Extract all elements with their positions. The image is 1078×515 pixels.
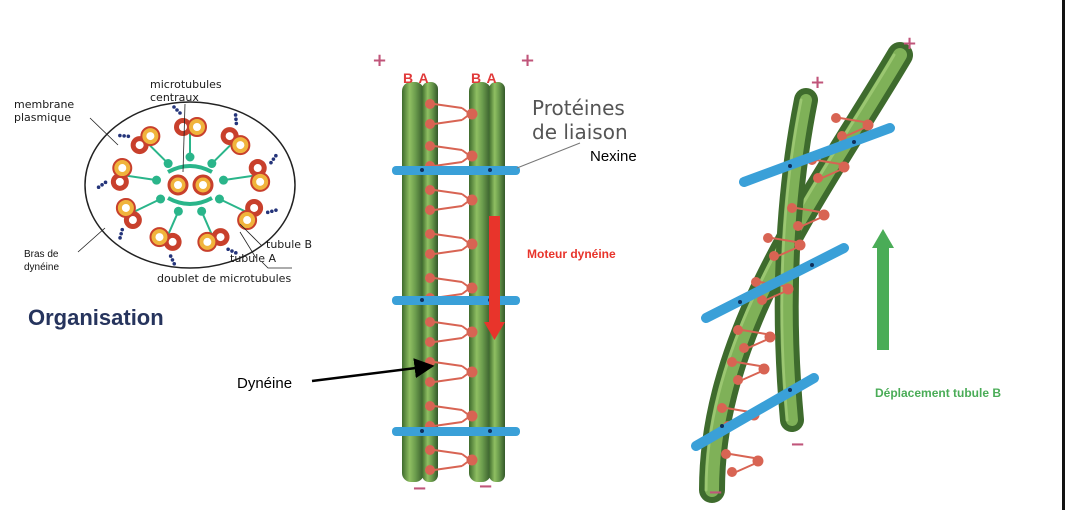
plus-sign-right: + (520, 50, 536, 71)
dynein-motor-arrow (484, 216, 505, 340)
straight-axoneme-group (311, 82, 581, 482)
membrane-label: membrane plasmique (14, 98, 75, 124)
proteins-label: Protéines de liaison (532, 96, 628, 144)
central-microtubules (167, 164, 214, 206)
minus-sign-right: − (478, 476, 494, 497)
tubule-a-label: tubule A (230, 252, 277, 265)
peripheral-doublets (96, 105, 278, 266)
bent-nexin-links (691, 123, 895, 451)
b-tubule-movement-arrow (872, 229, 894, 350)
dynein-pointer-arrow (311, 358, 435, 383)
leader-arms (77, 227, 106, 253)
nexine-label: Nexine (590, 148, 637, 165)
nexin-links (392, 166, 520, 436)
cross-section-group (77, 101, 296, 269)
doublet-label-right: B A (471, 70, 498, 86)
motor-label: Moteur dynéine (527, 247, 616, 261)
bent-minus-sign-inner: − (790, 434, 806, 455)
leader-membrane (89, 117, 119, 146)
leader-central (182, 103, 186, 173)
plus-sign-left: + (372, 50, 388, 71)
leader-tubule-a (239, 231, 257, 259)
bent-dynein-arms (717, 113, 874, 477)
dynein-label: Dynéine (237, 375, 293, 392)
organisation-title: Organisation (28, 305, 164, 330)
right-border (1062, 0, 1065, 510)
bent-axoneme-group (691, 42, 913, 503)
central-microtubules-label: microtubules centraux (150, 78, 222, 104)
leader-tubule-b (239, 223, 263, 247)
leader-nexine (516, 142, 581, 169)
straight-tubule-b-left (402, 82, 424, 482)
straight-tubule-b-right (469, 82, 491, 482)
doublet-label-left: B A (403, 70, 430, 86)
doublet-bracket (261, 261, 292, 269)
movement-label: Déplacement tubule B (875, 386, 1002, 400)
bent-plus-sign-outer: + (902, 33, 918, 54)
doublet-label: doublet de microtubules (157, 272, 292, 285)
dynein-arms-label: Bras de dynéine (24, 249, 60, 273)
bent-plus-sign-inner: + (810, 72, 826, 93)
minus-sign-left: − (412, 478, 428, 499)
tubule-b-label: tubule B (266, 238, 313, 251)
bent-minus-sign-outer: − (708, 482, 724, 503)
